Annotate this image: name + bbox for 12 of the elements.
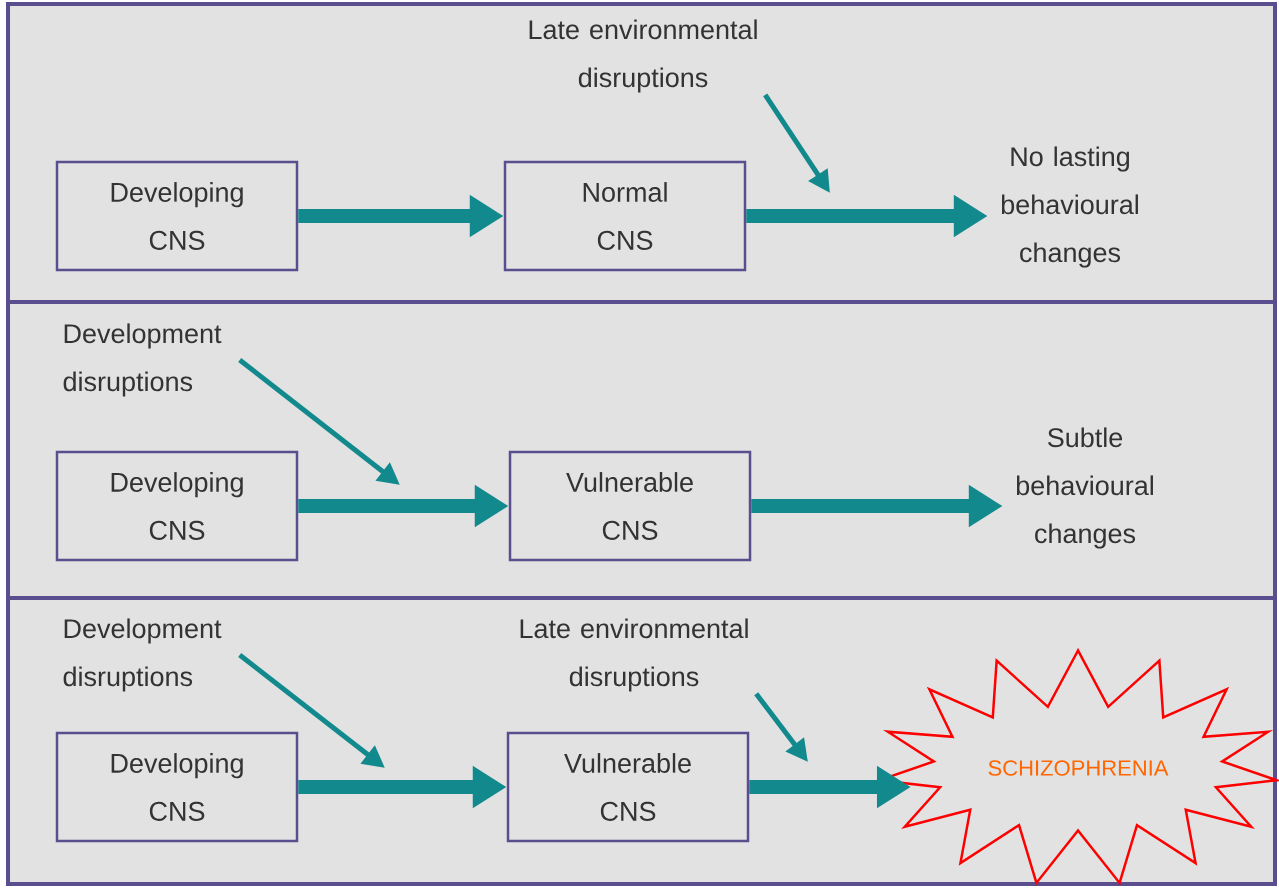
outcome-text: No lasting behavioural changes	[1001, 146, 1138, 268]
disruption-label: Late environmental disruptions	[529, 19, 757, 93]
process-box: Vulnerable CNS	[506, 731, 750, 843]
outcome-text: Subtle behavioural changes	[1016, 427, 1153, 549]
process-box: Normal CNS	[503, 160, 747, 272]
disruption-label: Development disruptions	[63, 323, 222, 397]
disruption-label: Late environmental disruptions	[520, 618, 748, 692]
process-box: Developing CNS	[55, 160, 299, 272]
process-box: Vulnerable CNS	[508, 450, 752, 562]
process-box: Developing CNS	[55, 450, 299, 562]
disruption-label: Development disruptions	[63, 618, 222, 692]
process-box: Developing CNS	[55, 731, 299, 843]
